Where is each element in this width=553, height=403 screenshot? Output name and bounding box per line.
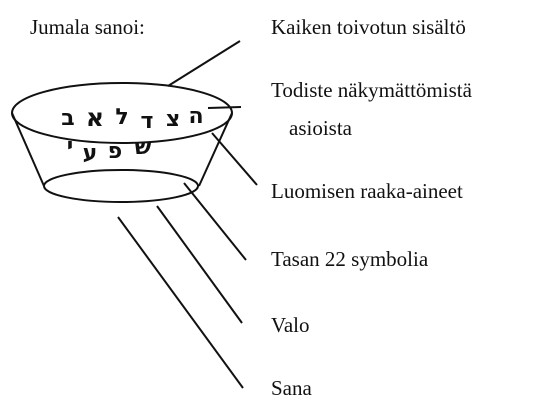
label-word: Sana: [271, 376, 312, 400]
pointer-line-raw-materials: [211, 132, 258, 186]
hebrew-letter-lamed: ל: [115, 105, 128, 130]
heading-god-said: Jumala sanoi:: [30, 15, 145, 39]
hebrew-letter-dalet: ד: [141, 109, 154, 134]
bowl-bottom: [43, 169, 199, 203]
hebrew-letter-yod: י: [67, 134, 73, 159]
label-evidence-line1: Todiste näkymättömistä: [271, 78, 472, 102]
pointer-line-word: [117, 216, 244, 389]
hebrew-letter-shin: ש: [135, 135, 152, 160]
hebrew-letter-tsade: צ: [166, 107, 180, 132]
hebrew-letter-bet: ב: [61, 106, 74, 131]
label-raw-materials: Luomisen raaka-aineet: [271, 179, 463, 203]
label-contents-of-hoped-things: Kaiken toivotun sisältö: [271, 15, 466, 39]
bowl-icon: [11, 82, 233, 203]
pointer-line-light: [156, 205, 243, 324]
pointer-lines: [117, 40, 258, 389]
pointer-line-evidence: [207, 106, 242, 109]
hebrew-letter-pe: פ: [108, 139, 122, 164]
pointer-line-symbols: [183, 182, 247, 261]
hebrew-letter-ayin: ע: [83, 141, 98, 166]
bowl-right-side: [198, 112, 233, 187]
bowl-left-side: [11, 112, 45, 187]
label-light: Valo: [271, 313, 310, 337]
label-22-symbols: Tasan 22 symbolia: [271, 247, 429, 271]
bowl-letters-row2: ש פ ע י: [67, 134, 152, 166]
label-evidence-line2: asioista: [289, 116, 352, 140]
hebrew-letter-alef: א: [86, 103, 104, 132]
bowl-letters-row1: ה צ ד ל א ב: [61, 103, 203, 134]
hebrew-letter-he: ה: [188, 104, 203, 129]
pointer-line-contents: [167, 40, 241, 87]
